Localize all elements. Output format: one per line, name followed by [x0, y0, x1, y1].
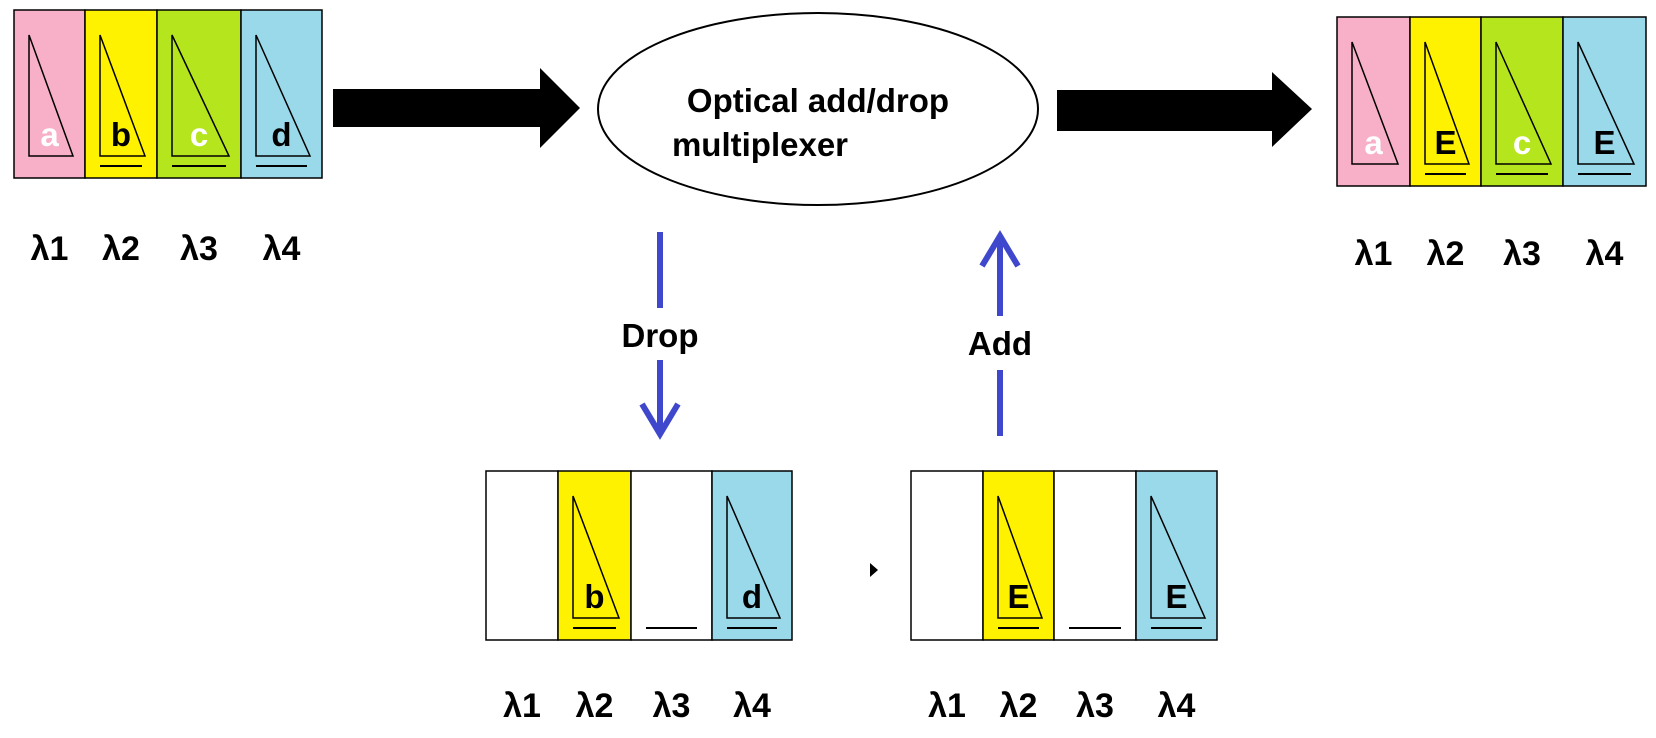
drop-arrow: [639, 232, 681, 440]
output-channel-1-letter: a: [1364, 124, 1383, 161]
output-channel-2-letter: E: [1434, 124, 1456, 161]
input-arrow: [333, 68, 580, 148]
input-wavelength-1: λ1: [31, 230, 69, 268]
add-channel-2-letter: E: [1007, 578, 1029, 615]
drop-label: Drop: [622, 317, 699, 354]
small-marker: [870, 563, 878, 577]
input-channel-4-letter: d: [271, 116, 291, 153]
input-channel-3-letter: c: [190, 116, 208, 153]
output-channel-2: [1409, 16, 1482, 187]
output-wavelength-3: λ3: [1503, 235, 1541, 273]
drop-channel-4-pulse-shape: [726, 495, 782, 619]
add-wavelength-4: λ4: [1158, 687, 1196, 725]
add-wavelength-2: λ2: [1000, 687, 1038, 725]
add-arrow: [979, 230, 1021, 436]
input-channel-2: [84, 9, 158, 179]
input-wavelength-2: λ2: [102, 230, 140, 268]
input-channel-4: [240, 9, 323, 179]
drop-wavelength-3: λ3: [653, 687, 691, 725]
output-wavelength-4: λ4: [1586, 235, 1624, 273]
drop-frame: λ1 b λ2 λ3 d λ4: [485, 470, 793, 725]
add-frame: λ1 Eλ2 λ3 Eλ4: [910, 470, 1218, 725]
add-channel-4-pulse-shape: [1150, 495, 1207, 619]
oadm-label-line2: multiplexer: [672, 126, 848, 163]
output-wavelength-2: λ2: [1427, 235, 1465, 273]
drop-wavelength-4: λ4: [733, 687, 771, 725]
input-channel-1-letter: a: [40, 116, 59, 153]
drop-channel-2-letter: b: [584, 578, 604, 615]
drop-channel-3: [630, 470, 713, 641]
output-channel-4-pulse-shape: [1577, 41, 1636, 165]
output-channel-1: [1336, 16, 1411, 187]
drop-channel-4: [711, 470, 793, 641]
add-channel-4-letter: E: [1165, 578, 1187, 615]
output-channel-1-pulse-shape: [1351, 41, 1400, 165]
input-channel-2-letter: b: [111, 116, 131, 153]
output-channel-2-pulse-shape: [1424, 41, 1471, 165]
input-wavelength-3: λ3: [180, 230, 218, 268]
oadm-label-line1: Optical add/drop: [687, 82, 949, 119]
drop-wavelength-2: λ2: [576, 687, 614, 725]
drop-channel-2: [557, 470, 632, 641]
input-channel-4-pulse-shape: [255, 34, 312, 157]
drop-channel-1: [485, 470, 559, 641]
add-channel-1: [910, 470, 984, 641]
output-wavelength-1: λ1: [1355, 235, 1393, 273]
drop-channel-4-letter: d: [742, 578, 762, 615]
output-channel-3: [1480, 16, 1564, 187]
output-frame: a λ1 Eλ2 c λ3 Eλ4: [1336, 16, 1647, 273]
input-channel-1: [13, 9, 86, 179]
output-channel-3-letter: c: [1513, 124, 1531, 161]
add-wavelength-1: λ1: [928, 687, 966, 725]
input-channel-2-pulse-shape: [99, 34, 147, 157]
add-channel-2: [982, 470, 1055, 641]
output-channel-3-pulse-shape: [1495, 41, 1553, 165]
add-channel-4: [1135, 470, 1218, 641]
input-channel-1-pulse-shape: [28, 34, 75, 157]
oadm-node: [597, 12, 1039, 206]
input-frame: a λ1 b λ2 c λ3 d λ4: [13, 9, 323, 268]
input-wavelength-4: λ4: [263, 230, 301, 268]
add-channel-3: [1053, 470, 1137, 641]
add-channel-2-pulse-shape: [997, 495, 1044, 619]
input-channel-3-pulse-shape: [171, 34, 231, 157]
drop-channel-2-pulse-shape: [572, 495, 621, 619]
add-label: Add: [968, 325, 1032, 362]
output-arrow: [1057, 72, 1312, 147]
output-channel-4-letter: E: [1593, 124, 1615, 161]
drop-wavelength-1: λ1: [503, 687, 541, 725]
add-wavelength-3: λ3: [1076, 687, 1114, 725]
